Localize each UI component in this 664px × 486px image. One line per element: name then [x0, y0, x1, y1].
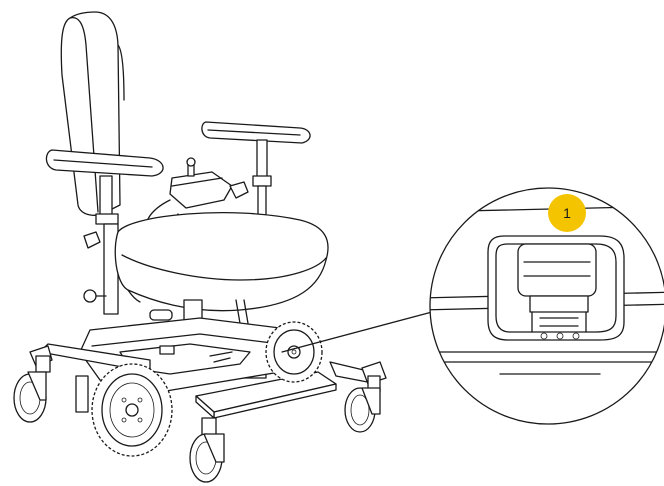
seat-cushion: [114, 212, 329, 312]
caster-wheel-rear-left: [189, 417, 225, 483]
detail-contents: [430, 205, 664, 375]
callout-badge: [548, 194, 586, 232]
caster-wheel-front-right: [344, 375, 381, 433]
power-wheelchair-illustration: [13, 11, 387, 483]
caster-wheel-front-left: [13, 355, 51, 423]
callout-marker: 1: [548, 194, 586, 232]
seat-backrest: [60, 11, 125, 216]
drive-wheel-front-left: [91, 363, 173, 457]
drive-wheel-rear-right: [265, 321, 323, 383]
callout-number: 1: [563, 205, 571, 221]
detail-magnifier: [429, 187, 664, 425]
armrest-left: [45, 149, 164, 315]
joystick-controller: [145, 157, 249, 238]
detail-leader-line: [281, 311, 433, 353]
armrest-right: [201, 121, 311, 221]
